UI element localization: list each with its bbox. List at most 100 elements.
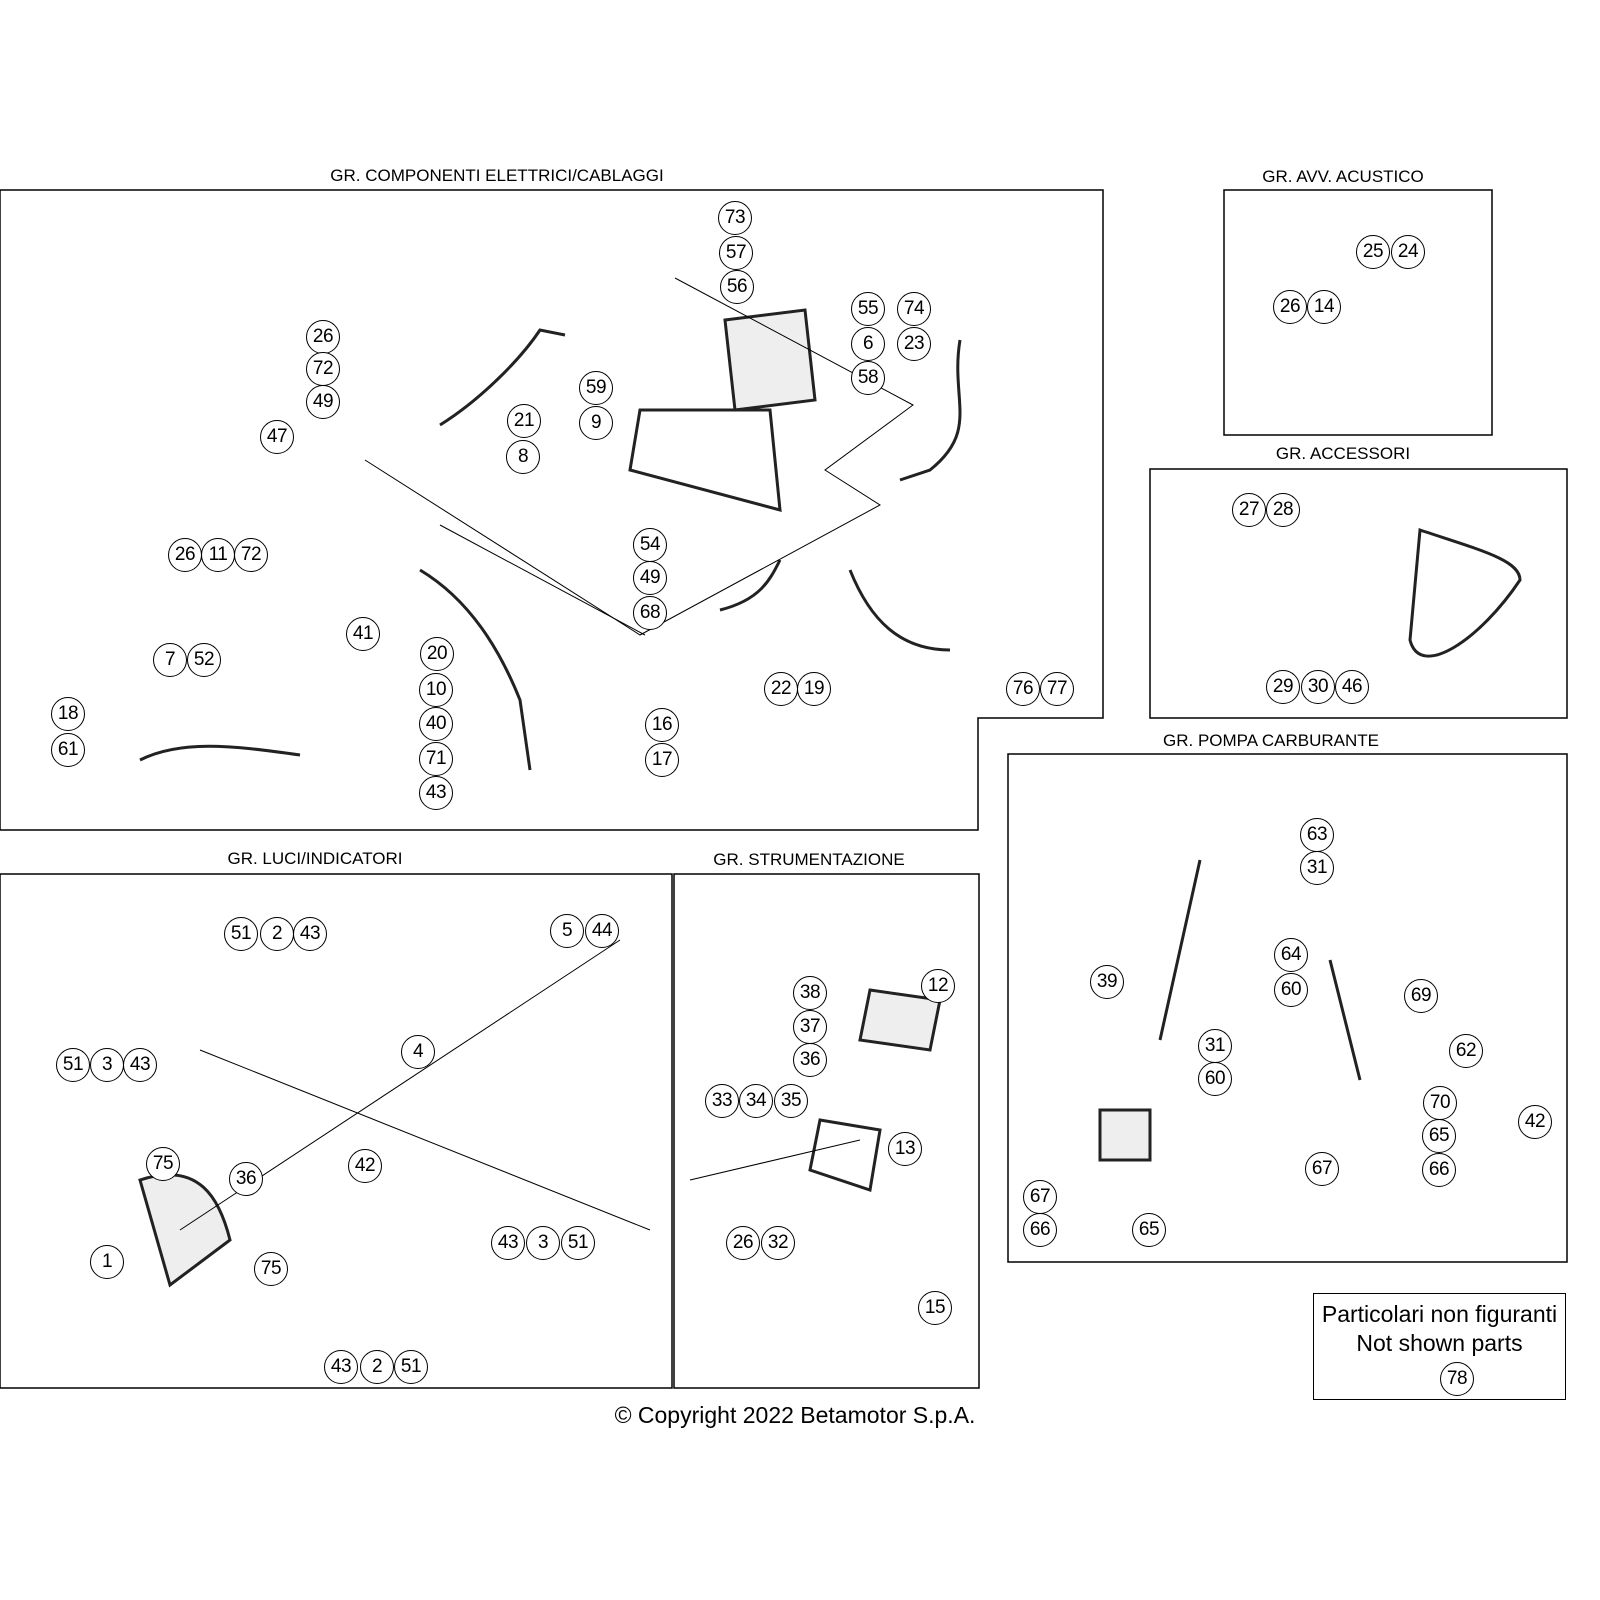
not-shown-label-it: Particolari non figuranti bbox=[1321, 1301, 1558, 1327]
callout-26[interactable]: 26 bbox=[306, 320, 340, 354]
callout-43[interactable]: 43 bbox=[293, 917, 327, 951]
callout-75[interactable]: 75 bbox=[254, 1252, 288, 1286]
callout-43[interactable]: 43 bbox=[324, 1350, 358, 1384]
callout-74[interactable]: 74 bbox=[897, 292, 931, 326]
callout-71[interactable]: 71 bbox=[419, 742, 453, 776]
callout-52[interactable]: 52 bbox=[187, 643, 221, 677]
callout-41[interactable]: 41 bbox=[346, 617, 380, 651]
callout-51[interactable]: 51 bbox=[224, 917, 258, 951]
callout-36[interactable]: 36 bbox=[229, 1162, 263, 1196]
callout-14[interactable]: 14 bbox=[1307, 290, 1341, 324]
callout-22[interactable]: 22 bbox=[764, 672, 798, 706]
callout-51[interactable]: 51 bbox=[561, 1226, 595, 1260]
callout-32[interactable]: 32 bbox=[761, 1226, 795, 1260]
callout-59[interactable]: 59 bbox=[579, 371, 613, 405]
callout-36[interactable]: 36 bbox=[793, 1043, 827, 1077]
callout-70[interactable]: 70 bbox=[1423, 1086, 1457, 1120]
callout-26[interactable]: 26 bbox=[1273, 290, 1307, 324]
callout-10[interactable]: 10 bbox=[419, 673, 453, 707]
callout-13[interactable]: 13 bbox=[888, 1132, 922, 1166]
callout-39[interactable]: 39 bbox=[1090, 965, 1124, 999]
callout-25[interactable]: 25 bbox=[1356, 235, 1390, 269]
callout-51[interactable]: 51 bbox=[394, 1350, 428, 1384]
callout-46[interactable]: 46 bbox=[1335, 670, 1369, 704]
callout-66[interactable]: 66 bbox=[1422, 1153, 1456, 1187]
callout-54[interactable]: 54 bbox=[633, 528, 667, 562]
callout-72[interactable]: 72 bbox=[234, 538, 268, 572]
callout-67[interactable]: 67 bbox=[1305, 1152, 1339, 1186]
callout-47[interactable]: 47 bbox=[260, 420, 294, 454]
callout-65[interactable]: 65 bbox=[1422, 1119, 1456, 1153]
callout-34[interactable]: 34 bbox=[739, 1084, 773, 1118]
callout-68[interactable]: 68 bbox=[633, 596, 667, 630]
callout-57[interactable]: 57 bbox=[719, 236, 753, 270]
callout-5[interactable]: 5 bbox=[550, 914, 584, 948]
callout-33[interactable]: 33 bbox=[705, 1084, 739, 1118]
callout-4[interactable]: 4 bbox=[401, 1035, 435, 1069]
callout-72[interactable]: 72 bbox=[306, 352, 340, 386]
callout-56[interactable]: 56 bbox=[720, 270, 754, 304]
callout-18[interactable]: 18 bbox=[51, 697, 85, 731]
callout-6[interactable]: 6 bbox=[851, 327, 885, 361]
callout-26[interactable]: 26 bbox=[168, 538, 202, 572]
callout-62[interactable]: 62 bbox=[1449, 1034, 1483, 1068]
callout-23[interactable]: 23 bbox=[897, 327, 931, 361]
callout-43[interactable]: 43 bbox=[419, 776, 453, 810]
callout-30[interactable]: 30 bbox=[1301, 670, 1335, 704]
callout-17[interactable]: 17 bbox=[645, 743, 679, 777]
callout-78[interactable]: 78 bbox=[1440, 1362, 1474, 1396]
frame-accessori bbox=[1149, 468, 1568, 719]
callout-75[interactable]: 75 bbox=[146, 1147, 180, 1181]
callout-31[interactable]: 31 bbox=[1300, 851, 1334, 885]
callout-42[interactable]: 42 bbox=[1518, 1105, 1552, 1139]
callout-61[interactable]: 61 bbox=[51, 733, 85, 767]
callout-38[interactable]: 38 bbox=[793, 976, 827, 1010]
callout-21[interactable]: 21 bbox=[507, 404, 541, 438]
callout-76[interactable]: 76 bbox=[1006, 672, 1040, 706]
callout-43[interactable]: 43 bbox=[491, 1226, 525, 1260]
callout-28[interactable]: 28 bbox=[1266, 493, 1300, 527]
callout-49[interactable]: 49 bbox=[306, 385, 340, 419]
callout-2[interactable]: 2 bbox=[260, 917, 294, 951]
callout-44[interactable]: 44 bbox=[585, 914, 619, 948]
callout-65[interactable]: 65 bbox=[1132, 1213, 1166, 1247]
callout-15[interactable]: 15 bbox=[918, 1291, 952, 1325]
callout-27[interactable]: 27 bbox=[1232, 493, 1266, 527]
callout-60[interactable]: 60 bbox=[1198, 1062, 1232, 1096]
battery-part bbox=[723, 308, 817, 412]
callout-43[interactable]: 43 bbox=[123, 1048, 157, 1082]
callout-77[interactable]: 77 bbox=[1040, 672, 1074, 706]
callout-3[interactable]: 3 bbox=[90, 1048, 124, 1082]
callout-9[interactable]: 9 bbox=[579, 406, 613, 440]
callout-51[interactable]: 51 bbox=[56, 1048, 90, 1082]
callout-55[interactable]: 55 bbox=[851, 292, 885, 326]
callout-42[interactable]: 42 bbox=[348, 1149, 382, 1183]
callout-73[interactable]: 73 bbox=[718, 201, 752, 235]
callout-29[interactable]: 29 bbox=[1266, 670, 1300, 704]
callout-19[interactable]: 19 bbox=[797, 672, 831, 706]
not-shown-parts-box: Particolari non figuranti Not shown part… bbox=[1313, 1293, 1566, 1400]
callout-60[interactable]: 60 bbox=[1274, 973, 1308, 1007]
callout-64[interactable]: 64 bbox=[1274, 938, 1308, 972]
callout-67[interactable]: 67 bbox=[1023, 1180, 1057, 1214]
callout-31[interactable]: 31 bbox=[1198, 1029, 1232, 1063]
callout-11[interactable]: 11 bbox=[201, 538, 235, 572]
callout-24[interactable]: 24 bbox=[1391, 235, 1425, 269]
callout-35[interactable]: 35 bbox=[774, 1084, 808, 1118]
callout-20[interactable]: 20 bbox=[420, 637, 454, 671]
callout-49[interactable]: 49 bbox=[633, 561, 667, 595]
callout-63[interactable]: 63 bbox=[1300, 818, 1334, 852]
callout-58[interactable]: 58 bbox=[851, 361, 885, 395]
callout-69[interactable]: 69 bbox=[1404, 979, 1438, 1013]
callout-2[interactable]: 2 bbox=[360, 1350, 394, 1384]
callout-66[interactable]: 66 bbox=[1023, 1213, 1057, 1247]
callout-1[interactable]: 1 bbox=[90, 1245, 124, 1279]
callout-26[interactable]: 26 bbox=[726, 1226, 760, 1260]
callout-7[interactable]: 7 bbox=[153, 643, 187, 677]
callout-16[interactable]: 16 bbox=[645, 708, 679, 742]
callout-40[interactable]: 40 bbox=[419, 707, 453, 741]
callout-37[interactable]: 37 bbox=[793, 1010, 827, 1044]
callout-12[interactable]: 12 bbox=[921, 969, 955, 1003]
callout-3[interactable]: 3 bbox=[526, 1226, 560, 1260]
callout-8[interactable]: 8 bbox=[506, 440, 540, 474]
